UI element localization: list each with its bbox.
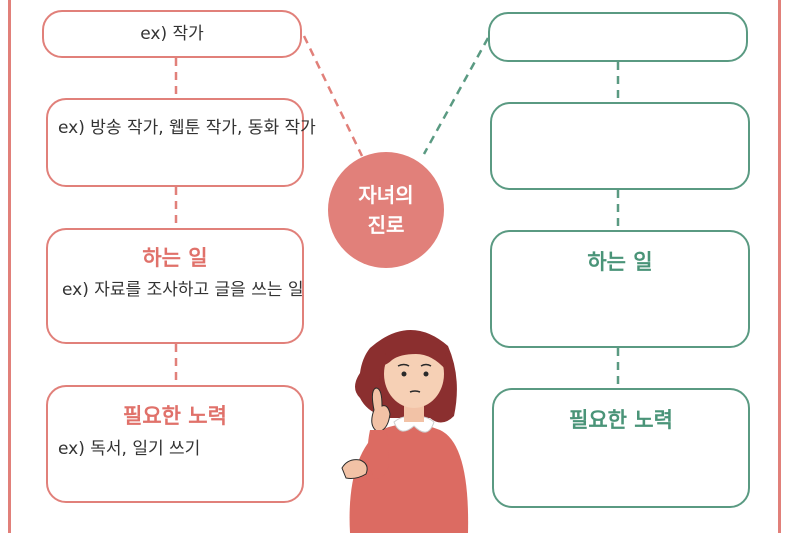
left-job-text: ex) 작가 (140, 24, 204, 44)
right-work-title: 하는 일 (587, 250, 653, 274)
right-job-box[interactable] (488, 12, 748, 62)
girl-right-eye (423, 371, 429, 377)
left-effort-text: ex) 독서, 일기 쓰기 (58, 439, 201, 459)
right-branch-line (422, 37, 490, 155)
left-effort-title: 필요한 노력 (123, 404, 227, 428)
right-effort-box[interactable]: 필요한 노력 (492, 388, 750, 508)
girl-crossed-hand (341, 459, 368, 479)
center-topic-label: 자녀의 진로 (358, 183, 414, 237)
left-border-line (8, 0, 11, 533)
right-work-box[interactable]: 하는 일 (490, 230, 750, 348)
left-job-box[interactable]: ex) 작가 (42, 10, 302, 58)
left-detail-text: ex) 방송 작가, 웹툰 작가, 동화 작가 (58, 118, 316, 138)
right-effort-title: 필요한 노력 (569, 408, 673, 432)
left-detail-box[interactable]: ex) 방송 작가, 웹툰 작가, 동화 작가 (46, 98, 316, 187)
thinking-girl-illustration (341, 329, 469, 533)
left-work-box[interactable]: 하는 일 ex) 자료를 조사하고 글을 쓰는 일 (46, 228, 304, 344)
center-topic-circle: 자녀의 진로 (328, 152, 444, 268)
left-work-text: ex) 자료를 조사하고 글을 쓰는 일 (62, 280, 304, 300)
right-border-line (778, 0, 781, 533)
girl-arm (367, 430, 389, 479)
girl-left-eye (401, 371, 407, 377)
girl-hair-front (382, 335, 447, 370)
right-detail-box[interactable] (490, 102, 750, 190)
girl-face (384, 340, 444, 408)
girl-sweater (349, 424, 469, 533)
girl-mouth (409, 390, 421, 393)
left-work-title: 하는 일 (142, 246, 208, 270)
left-effort-box[interactable]: 필요한 노력 ex) 독서, 일기 쓰기 (46, 385, 304, 503)
